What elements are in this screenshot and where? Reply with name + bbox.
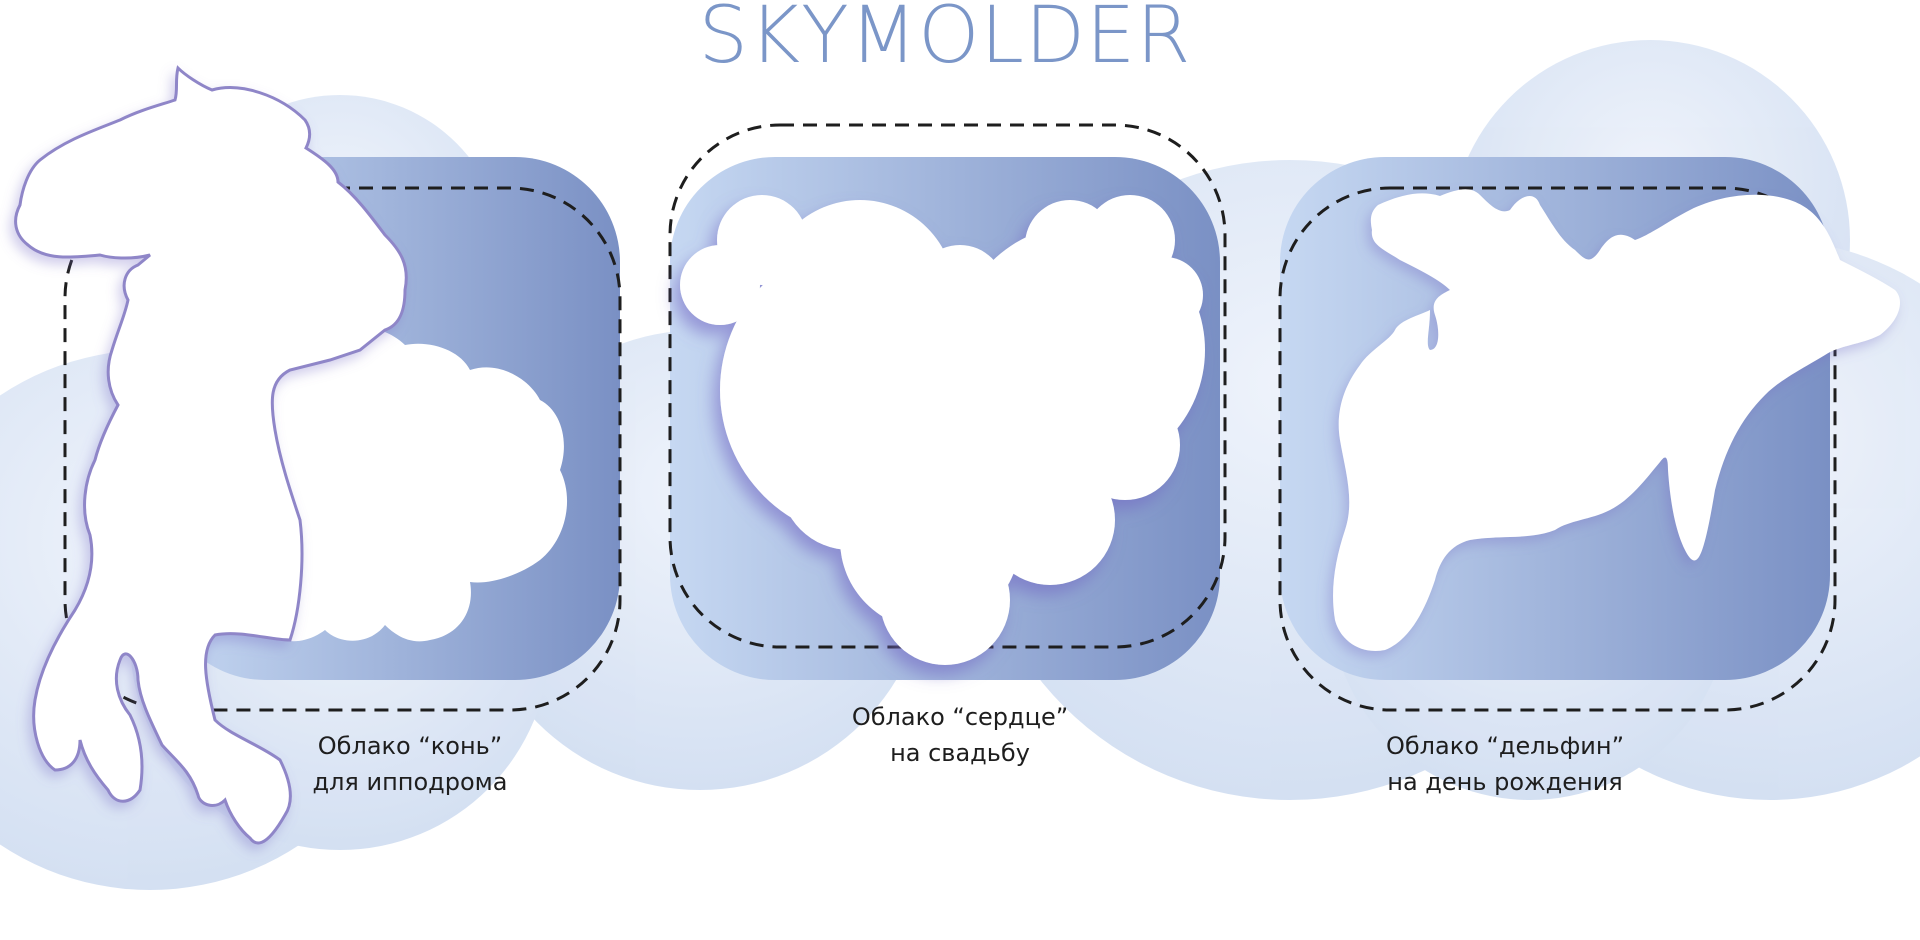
- caption-horse: Облако “конь” для ипподрома: [280, 728, 540, 800]
- card-dolphin: [1278, 157, 1900, 712]
- heart-cloud-shape: [680, 195, 1205, 665]
- caption-dolphin: Облако “дельфин” на день рождения: [1370, 728, 1640, 800]
- caption-heart-line1: Облако “сердце”: [851, 703, 1069, 731]
- dashed-frame: [1278, 186, 1837, 712]
- horse-cloud-shape: [14, 65, 408, 845]
- card-heart: [668, 123, 1227, 680]
- caption-heart: Облако “сердце” на свадьбу: [830, 699, 1090, 771]
- caption-dolphin-line1: Облако “дельфин”: [1385, 732, 1625, 760]
- caption-heart-line2: на свадьбу: [890, 739, 1030, 767]
- card-horse: [14, 65, 622, 845]
- dashed-frame: [668, 123, 1227, 649]
- caption-horse-line1: Облако “конь”: [317, 732, 503, 760]
- brand-title: SKYMOLDER: [698, 0, 1192, 81]
- caption-horse-line2: для ипподрома: [312, 768, 508, 796]
- caption-dolphin-line2: на день рождения: [1387, 768, 1623, 796]
- dolphin-cloud-shape: [1333, 189, 1900, 651]
